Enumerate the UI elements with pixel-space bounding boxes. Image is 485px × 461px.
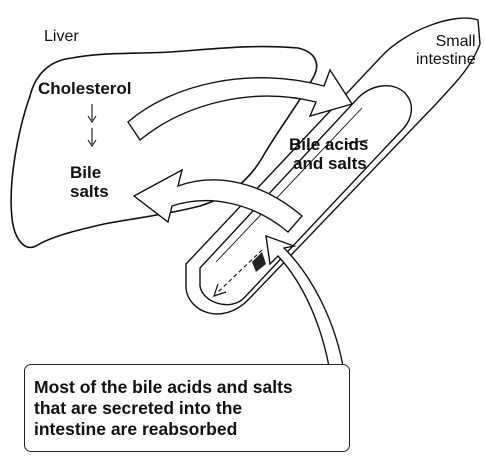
callout-pointer	[266, 236, 344, 372]
reabsorption-callout-text: Most of the bile acids and salts that ar…	[34, 377, 293, 440]
callout-line-2: that are secreted into the	[34, 398, 293, 419]
liver-label: Liver	[44, 28, 79, 46]
bile-salts-line-1: Bile	[70, 163, 109, 182]
bile-salts-label: Bile salts	[70, 163, 109, 201]
small-intestine-line-1: Small	[416, 33, 476, 51]
cholesterol-label: Cholesterol	[38, 79, 132, 98]
small-intestine-line-2: intestine	[416, 51, 476, 69]
bile-acids-line-2: and salts	[289, 154, 368, 173]
small-intestine-label: Small intestine	[416, 33, 476, 69]
bile-acids-line-1: Bile acids	[289, 135, 368, 154]
bile-acids-salts-label: Bile acids and salts	[289, 135, 368, 173]
callout-line-1: Most of the bile acids and salts	[34, 377, 293, 398]
bile-salts-line-2: salts	[70, 182, 109, 201]
callout-line-3: intestine are reabsorbed	[34, 419, 293, 440]
